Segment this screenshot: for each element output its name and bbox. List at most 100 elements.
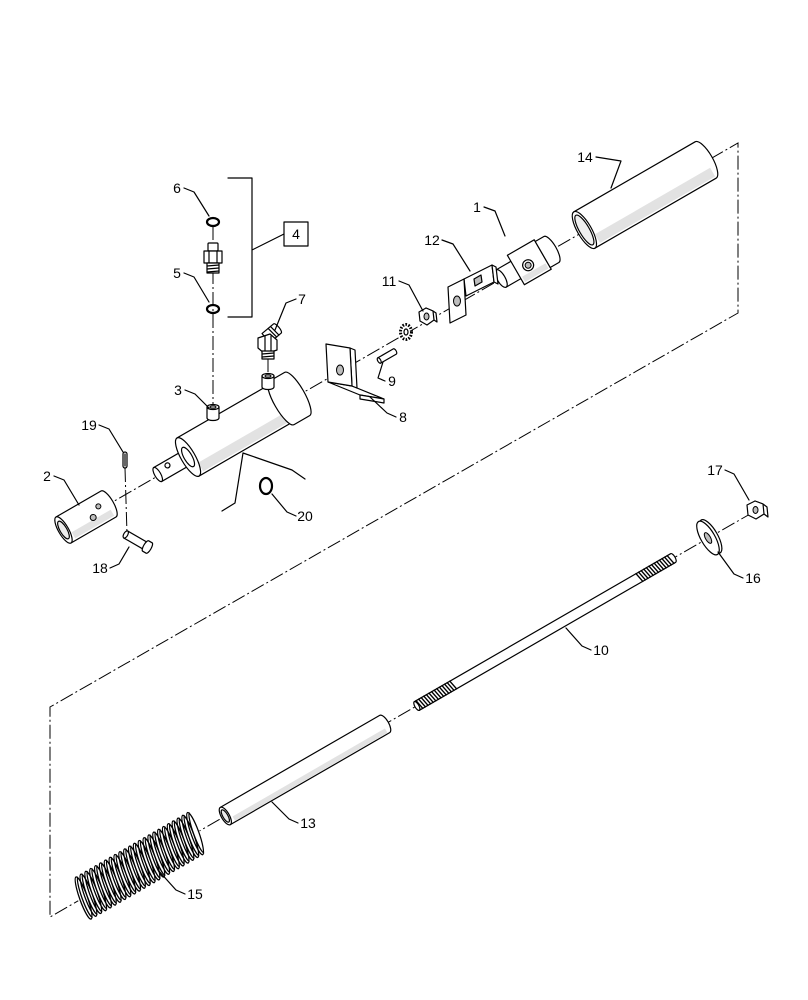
leader-2 <box>53 475 80 506</box>
rod-10-end <box>413 700 421 712</box>
leader-10 <box>565 627 592 651</box>
leader-14 <box>595 156 622 189</box>
nut-17-hole <box>752 506 759 514</box>
coupling-block-part-1 <box>494 235 561 288</box>
callout-16: 16 <box>745 570 761 586</box>
kit-callout-box <box>283 221 309 247</box>
elbow-fitting-part-7 <box>257 323 283 360</box>
elbow-7-hex <box>257 333 278 355</box>
tube-bore <box>574 214 595 246</box>
nut-part-17 <box>746 500 769 520</box>
callout-2: 2 <box>43 468 51 484</box>
leader-15 <box>157 869 186 895</box>
callout-8: 8 <box>399 409 407 425</box>
bracket-12-round-hole <box>453 295 461 307</box>
tube-part-14 <box>571 140 719 250</box>
callout-7: 7 <box>298 291 306 307</box>
leader-9 <box>377 361 386 382</box>
o-ring-part-6 <box>205 216 221 228</box>
nut-11-hole <box>423 312 430 321</box>
clevis-pin-part-18 <box>122 530 154 554</box>
leader-lines <box>53 156 750 895</box>
tube-body <box>573 140 719 249</box>
spring-coils <box>74 811 205 920</box>
pin-part-9 <box>376 348 398 364</box>
threaded-rod-part-10 <box>413 552 677 712</box>
cylinder-bracket-lines <box>221 452 306 512</box>
angle-bracket-part-8 <box>325 343 385 404</box>
clevis-cross-hole-b <box>95 503 102 510</box>
cylinder-barrel-shade <box>198 411 293 472</box>
port-1-hole <box>209 405 217 409</box>
port-1-boss <box>206 406 220 422</box>
spring-part-15 <box>67 811 211 921</box>
tube-shade <box>594 167 716 243</box>
assembly-centerline <box>49 142 758 918</box>
callout-20: 20 <box>297 508 313 524</box>
clevis-cross-hole-a <box>89 513 97 521</box>
leader-11 <box>398 280 424 312</box>
lock-washer-hole <box>403 328 409 336</box>
pin-9-end <box>376 357 382 364</box>
callout-17: 17 <box>707 462 723 478</box>
clevis-pin-head <box>141 540 154 554</box>
coupling-block-shade <box>522 263 549 282</box>
fitting-4-hex-facets <box>208 250 218 264</box>
callout-5: 5 <box>173 265 181 281</box>
bracket-12-square-hole <box>473 274 483 287</box>
leader-6 <box>183 187 210 217</box>
cylinder-end-cap <box>267 371 312 426</box>
port-2-hole <box>264 374 272 378</box>
callout-12: 12 <box>424 232 440 248</box>
cylinder-rod-hole <box>164 462 171 469</box>
leader-19 <box>98 424 124 453</box>
pin-9-body <box>377 348 398 364</box>
callout-1: 1 <box>473 199 481 215</box>
callout-4: 4 <box>292 226 300 242</box>
callout-13: 13 <box>300 815 316 831</box>
leader-3 <box>184 389 210 409</box>
fitting-4-hex <box>203 250 223 264</box>
callout-14: 14 <box>577 149 593 165</box>
cylinder-rod-end <box>152 466 164 483</box>
cylinder-port-1 <box>206 403 220 422</box>
fitting-4-thread-lines <box>206 264 220 273</box>
callout-10: 10 <box>593 642 609 658</box>
cylinder-gland <box>180 446 196 468</box>
coupling-cross-hole-inner <box>524 261 532 269</box>
cylinder-part-3 <box>152 371 312 483</box>
washer-part-16 <box>696 519 723 556</box>
spacer-tube-bore <box>220 809 231 823</box>
elbow-7-thread-lines <box>261 352 275 358</box>
clevis-part-2 <box>54 490 118 544</box>
callout-18: 18 <box>92 560 108 576</box>
leader-5 <box>183 272 210 303</box>
cylinder-port-2 <box>261 372 275 391</box>
port-2-boss <box>261 375 275 391</box>
leader-17 <box>724 469 750 501</box>
washer-hole <box>703 532 713 544</box>
elbow-7-leg-threads <box>267 325 280 338</box>
coupling-nose <box>534 235 561 269</box>
spacer-tube-shade <box>232 728 388 821</box>
spacer-tube-part-13 <box>218 714 392 826</box>
bracket-part-12 <box>447 264 499 324</box>
fitting-part-4 <box>203 242 223 274</box>
rod-10-body <box>413 552 677 711</box>
spacer-tube-body <box>219 714 392 826</box>
leader-13 <box>271 801 299 824</box>
spring-coil-group <box>74 811 205 920</box>
o-ring-part-20 <box>258 476 274 496</box>
callout-6: 6 <box>173 180 181 196</box>
elbow-7-hex-facets <box>264 335 272 353</box>
clevis-shade <box>71 509 115 539</box>
leader-7 <box>274 298 297 331</box>
callout-labels: 14 1 12 11 6 4 5 7 3 9 8 19 2 20 18 17 1… <box>43 149 761 902</box>
callout-15: 15 <box>187 886 203 902</box>
o-ring-part-5 <box>205 303 221 315</box>
bracket-8-hole <box>336 364 344 376</box>
nut-part-11 <box>418 307 438 326</box>
leader-20 <box>271 493 297 517</box>
callout-3: 3 <box>174 382 182 398</box>
pin-centerline <box>124 467 128 535</box>
